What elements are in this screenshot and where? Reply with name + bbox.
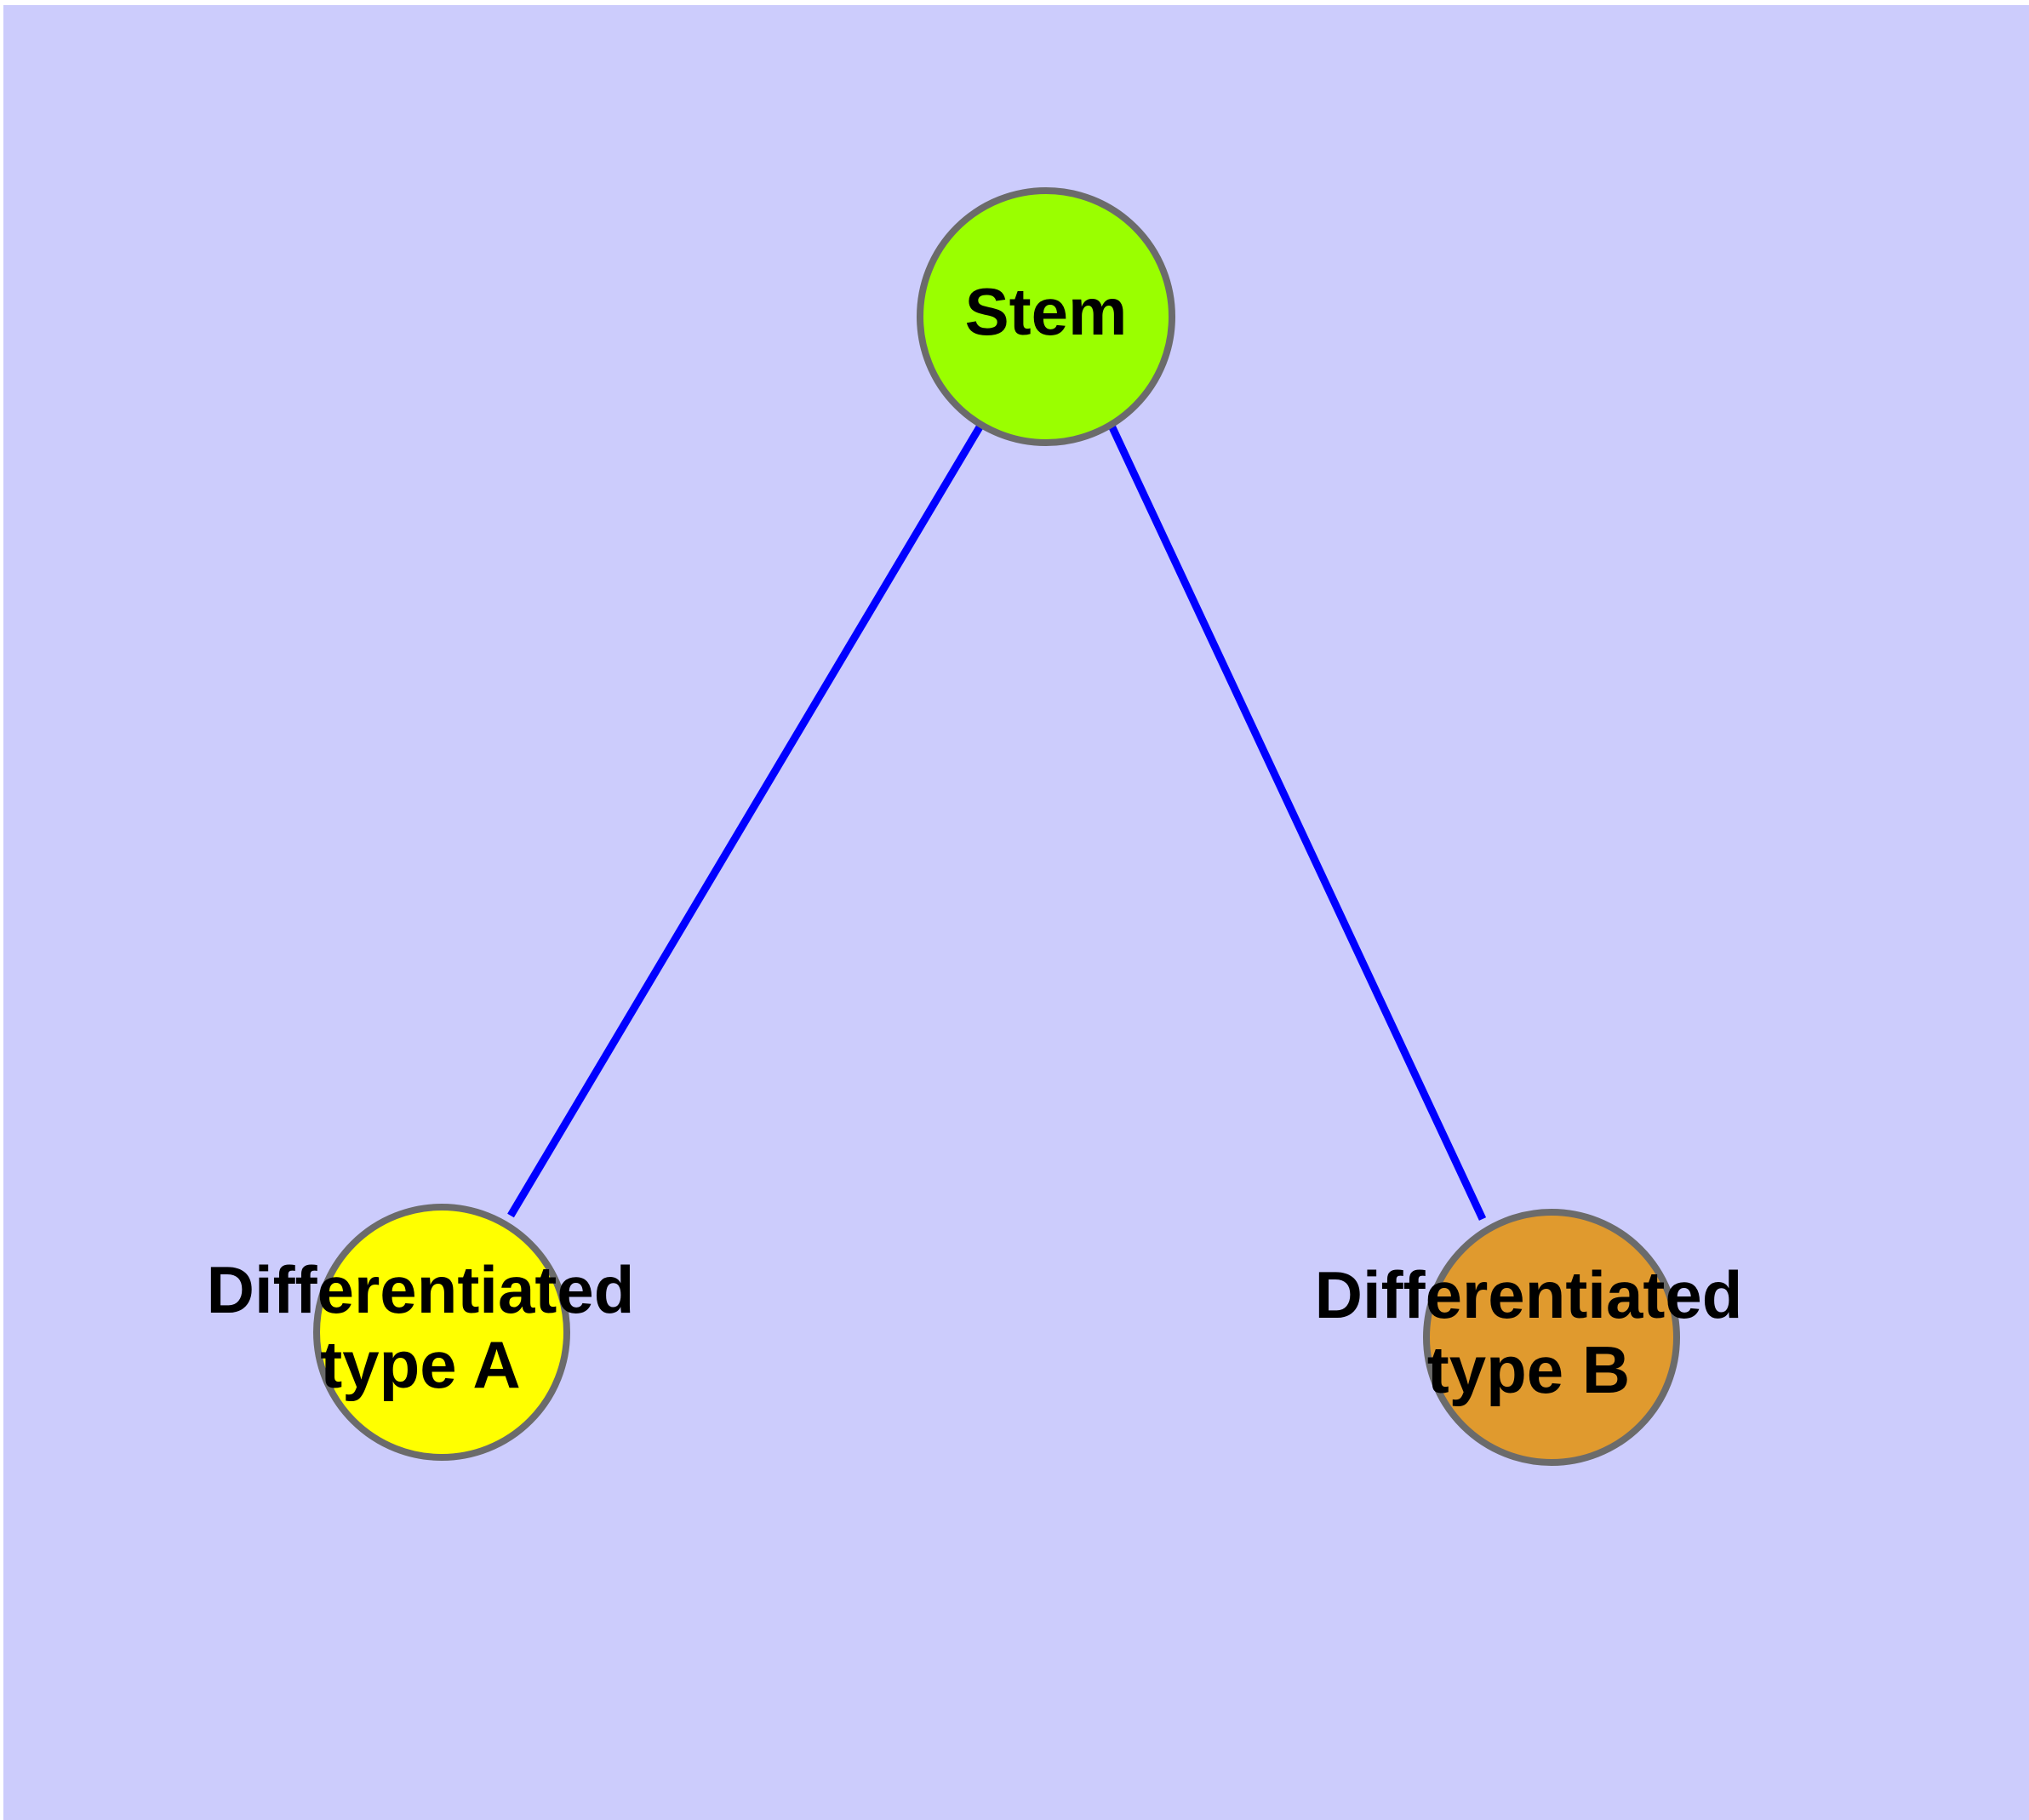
edge-stem-diff_a[interactable] xyxy=(507,423,984,1218)
edge-stem-diff_b[interactable] xyxy=(1107,424,1487,1221)
node-label-stem: Stem xyxy=(965,274,1128,349)
node-circle-diff_a[interactable] xyxy=(313,1204,570,1461)
node-label-line: Differentiated xyxy=(1315,1257,1743,1332)
node-circle-diff_b[interactable] xyxy=(1423,1209,1680,1466)
node-label-line: Stem xyxy=(965,274,1128,349)
node-label-line: type B xyxy=(1427,1332,1630,1407)
edge-layer xyxy=(507,423,1487,1221)
node-circle-stem[interactable] xyxy=(917,187,1175,446)
node-layer xyxy=(313,187,1680,1466)
node-label-line: type A xyxy=(320,1327,521,1402)
node-label-line: Differentiated xyxy=(207,1252,635,1327)
